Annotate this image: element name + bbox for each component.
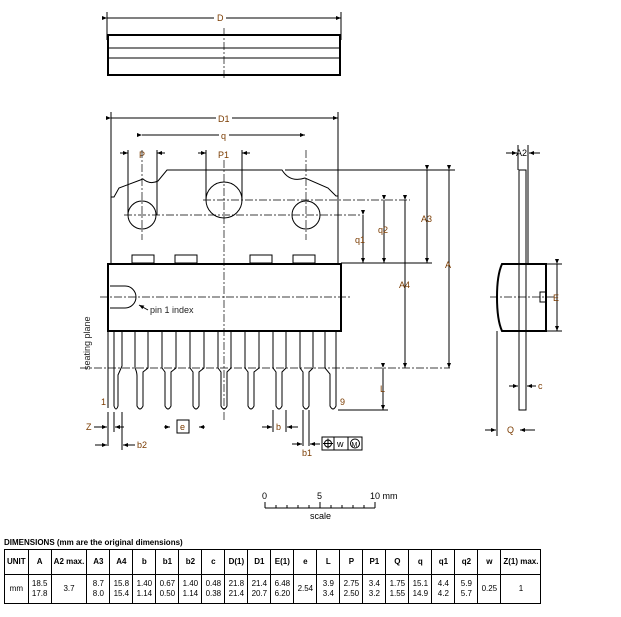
dim-L: L <box>380 384 385 394</box>
dim-b1: b1 <box>302 448 312 458</box>
column-header: A <box>27 549 52 575</box>
dim-Z: Z <box>86 422 92 432</box>
dim-E: E <box>553 293 559 303</box>
table-cell: 1 <box>500 574 542 604</box>
scale-bar: 0 5 10 mm scale <box>262 491 398 521</box>
table-cell: 0.25 <box>477 574 502 604</box>
dim-P1: P1 <box>218 150 229 160</box>
dim-c: c <box>538 381 543 391</box>
scale-label: scale <box>310 511 331 521</box>
dim-D: D <box>217 13 224 23</box>
pin-9-label: 9 <box>340 397 345 407</box>
column-header: P1 <box>362 549 387 575</box>
seating-plane-label: seating plane <box>82 316 92 370</box>
dim-e: e <box>180 422 185 432</box>
side-view: A2 E c Q <box>485 145 562 436</box>
column-header: Q <box>385 549 410 575</box>
column-header: P <box>339 549 364 575</box>
scale-tick-0: 0 <box>262 491 267 501</box>
dim-A: A <box>445 260 451 270</box>
dim-D1: D1 <box>218 114 230 124</box>
column-header: A3 <box>86 549 111 575</box>
position-tolerance-frame: w M <box>321 436 363 451</box>
pin-1-label: 1 <box>101 397 106 407</box>
dim-b: b <box>276 422 281 432</box>
column-header: D1 <box>247 549 272 575</box>
dim-q: q <box>221 131 226 141</box>
scale-tick-10: 10 mm <box>370 491 398 501</box>
dimensions-title: DIMENSIONS (mm are the original dimensio… <box>4 538 183 547</box>
column-header: E(1) <box>270 549 295 575</box>
column-header: q <box>408 549 433 575</box>
column-header: c <box>201 549 226 575</box>
leads <box>107 331 337 410</box>
column-header: e <box>293 549 318 575</box>
dim-b2: b2 <box>137 440 147 450</box>
package-outline-drawing: D D1 q P P1 pin 1 index seating plane 1 … <box>80 12 562 521</box>
column-header: L <box>316 549 341 575</box>
column-header: Z(1) max. <box>500 549 542 575</box>
column-header: b <box>132 549 157 575</box>
dim-A4: A4 <box>399 280 410 290</box>
front-view: D1 q P P1 pin 1 index seating plane 1 9 … <box>80 112 455 458</box>
column-header: w <box>477 549 502 575</box>
column-header: b2 <box>178 549 203 575</box>
top-view: D <box>102 12 342 80</box>
table-cell: 3.7 <box>50 574 88 604</box>
mmc-label: M <box>352 442 358 449</box>
column-header: D(1) <box>224 549 249 575</box>
dim-A2: A2 <box>516 148 527 158</box>
column-header: UNIT <box>4 549 29 575</box>
table-cell: 2.54 <box>293 574 318 604</box>
scale-tick-5: 5 <box>317 491 322 501</box>
column-header: q1 <box>431 549 456 575</box>
column-header: A2 max. <box>50 549 88 575</box>
w-label: w <box>336 439 344 449</box>
column-header: b1 <box>155 549 180 575</box>
column-header: A4 <box>109 549 134 575</box>
dim-q1: q1 <box>355 235 365 245</box>
dim-q2: q2 <box>378 225 388 235</box>
dim-Q: Q <box>507 425 514 435</box>
pin1-index-label: pin 1 index <box>150 305 194 315</box>
column-header: q2 <box>454 549 479 575</box>
dim-A3: A3 <box>421 214 432 224</box>
table-cell: mm <box>4 574 29 604</box>
